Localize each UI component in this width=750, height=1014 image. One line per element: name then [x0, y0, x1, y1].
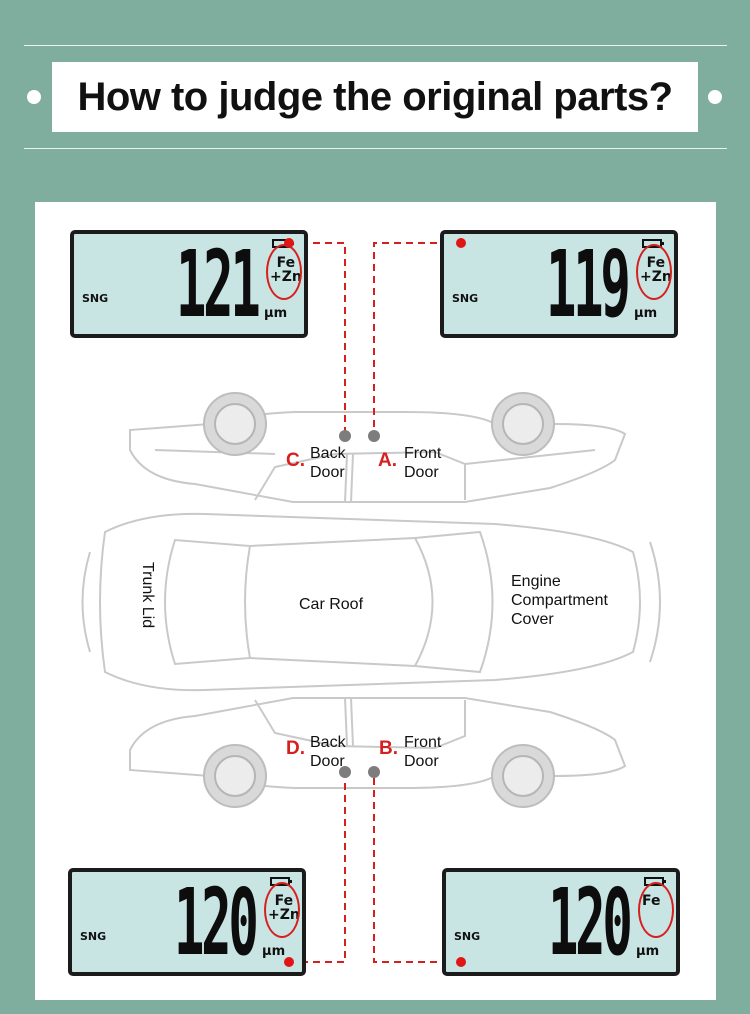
- bottom-divider: [24, 148, 727, 149]
- unit-label: µm: [634, 306, 658, 321]
- left-bullet: [27, 90, 41, 104]
- mode-label: SNG: [454, 930, 481, 943]
- part-a-letter: A.: [378, 450, 397, 471]
- highlight-circle: [636, 244, 672, 300]
- meter-bottom-right: SNG 120 Fe µm: [442, 868, 680, 976]
- mode-label: SNG: [80, 930, 107, 943]
- measure-points: [339, 430, 380, 778]
- car-top-view: [81, 512, 661, 692]
- car-side-top: [129, 392, 627, 503]
- car-diagram: [81, 242, 661, 963]
- connector-dot: [284, 238, 294, 248]
- part-c-letter: C.: [286, 450, 305, 471]
- connector-dot: [456, 238, 466, 248]
- trunk-lid-label: Trunk Lid: [139, 562, 156, 629]
- meter-top-right: SNG 119 Fe+Zn µm: [440, 230, 678, 338]
- mode-label: SNG: [452, 292, 479, 305]
- unit-label: µm: [636, 944, 660, 959]
- car-side-bottom: [129, 697, 627, 808]
- highlight-circle: [638, 882, 674, 938]
- meter-top-left: SNG 121 Fe+Zn µm: [70, 230, 308, 338]
- thickness-reading: 120: [174, 869, 259, 976]
- title-box: How to judge the original parts?: [52, 62, 698, 132]
- unit-label: µm: [262, 944, 286, 959]
- connector-dot: [284, 957, 294, 967]
- thickness-reading: 120: [548, 869, 633, 976]
- thickness-reading: 119: [546, 231, 631, 338]
- part-b-letter: B.: [379, 738, 398, 759]
- highlight-circle: [264, 882, 300, 938]
- car-roof-label: Car Roof: [299, 596, 364, 613]
- mode-label: SNG: [82, 292, 109, 305]
- right-bullet: [708, 90, 722, 104]
- connector-dot: [456, 957, 466, 967]
- page-title: How to judge the original parts?: [77, 74, 673, 119]
- highlight-circle: [266, 244, 302, 300]
- top-divider: [24, 45, 727, 46]
- diagram-panel: SNG 121 Fe+Zn µm SNG 119 Fe+Zn µm SNG 12…: [35, 202, 716, 1000]
- meter-bottom-left: SNG 120 Fe+Zn µm: [68, 868, 306, 976]
- unit-label: µm: [264, 306, 288, 321]
- part-d-letter: D.: [286, 738, 305, 759]
- thickness-reading: 121: [176, 231, 261, 338]
